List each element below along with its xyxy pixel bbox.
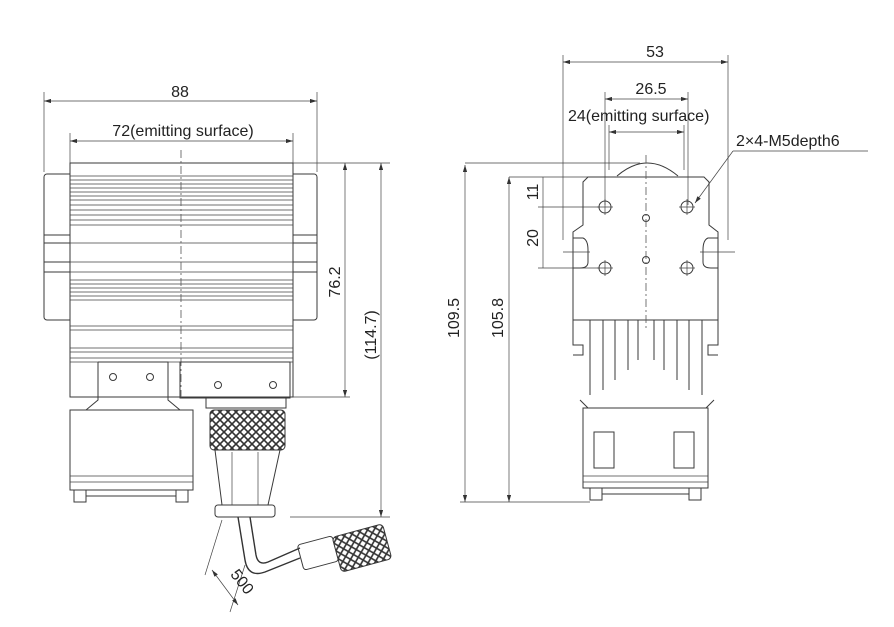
side-driver-box xyxy=(582,407,709,489)
cable xyxy=(237,516,301,575)
dim-105-8: 105.8 xyxy=(490,298,507,338)
dim-500: 500 xyxy=(227,566,257,598)
dim-11: 11 xyxy=(525,184,542,201)
dim-88: 88 xyxy=(171,84,189,101)
screw-hole xyxy=(146,373,154,381)
side-view: 53 26.5 24(emitting surface) 2×4-M5depth… xyxy=(446,44,868,503)
screw-hole xyxy=(269,381,277,389)
dim-72-emitting: 72(emitting surface) xyxy=(112,123,253,140)
screw-hole xyxy=(214,381,222,389)
screw-hole xyxy=(109,373,117,381)
connector-knurl xyxy=(209,409,286,451)
foot xyxy=(73,489,87,503)
dim-109-5: 109.5 xyxy=(446,298,463,338)
dim-114-7: (114.7) xyxy=(363,310,380,360)
dim-line-500 xyxy=(211,569,239,606)
dim-53: 53 xyxy=(646,44,664,61)
driver-box xyxy=(69,409,194,491)
dim-76-2: 76.2 xyxy=(327,266,344,297)
side-housing xyxy=(572,176,719,321)
front-view: 88 72(emitting surface) 76.2 (114.7) 500 xyxy=(43,84,392,613)
thread-note: 2×4-M5depth6 xyxy=(736,133,840,150)
foot xyxy=(175,489,189,503)
dim-24-emitting: 24(emitting surface) xyxy=(568,108,709,125)
cable-connector xyxy=(332,524,392,572)
dim-20: 20 xyxy=(525,229,542,247)
leader-thread-note xyxy=(694,150,734,204)
dim-26-5: 26.5 xyxy=(635,81,666,98)
